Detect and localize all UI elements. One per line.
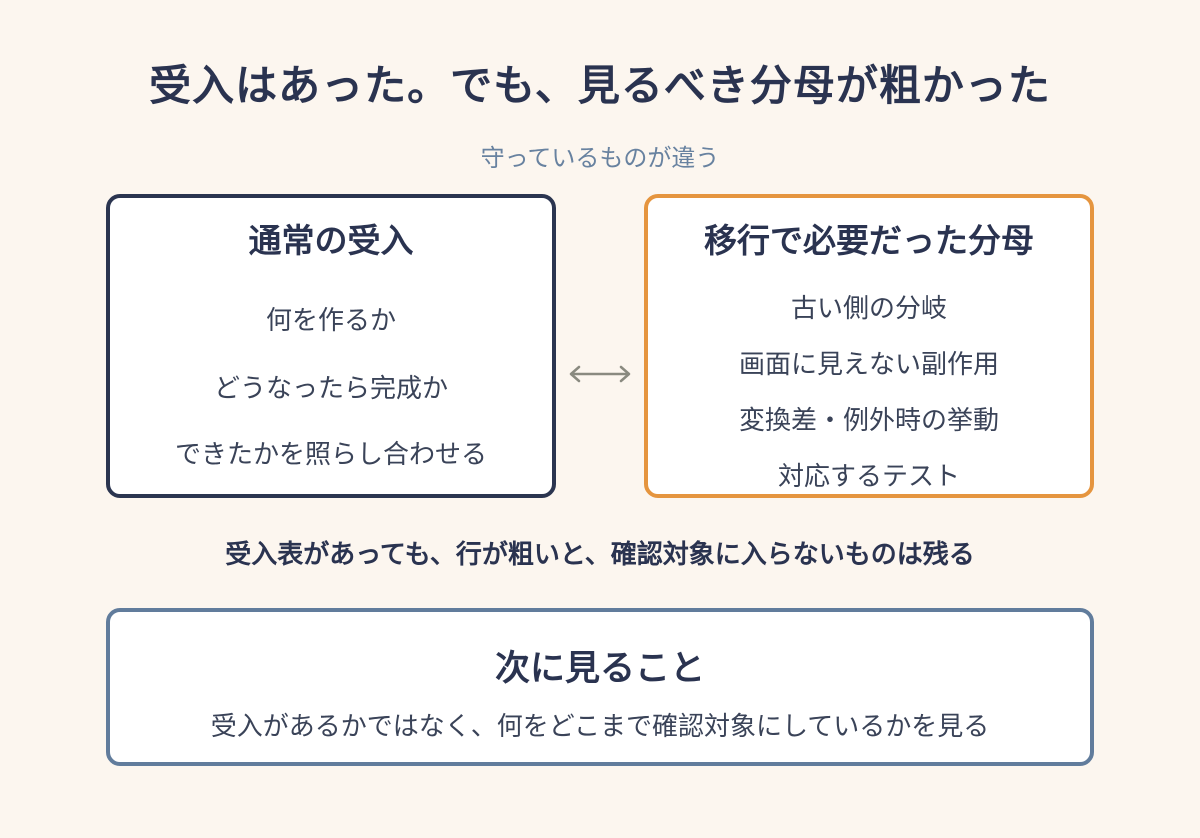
double-headed-arrow-icon [569,365,631,383]
next-steps-text: 受入があるかではなく、何をどこまで確認対象にしているかを見る [210,712,990,742]
migration-denominator-heading: 移行で必要だった分母 [704,221,1034,260]
next-steps-box: 次に見ること 受入があるかではなく、何をどこまで確認対象にしているかを見る [106,608,1094,766]
migration-denominator-item: 対応するテスト [777,462,960,492]
migration-denominator-item: 画面に見えない副作用 [738,350,999,380]
migration-denominator-item: 古い側の分岐 [790,294,947,324]
normal-acceptance-item: どうなったら完成か [213,374,448,404]
normal-acceptance-item: 何を作るか [265,306,396,336]
migration-denominator-item: 変換差・例外時の挙動 [738,406,999,436]
normal-acceptance-box: 通常の受入 何を作るか どうなったら完成か できたかを照らし合わせる [106,194,556,498]
migration-denominator-box: 移行で必要だった分母 古い側の分岐 画面に見えない副作用 変換差・例外時の挙動 … [644,194,1094,498]
page-subtitle: 守っているものが違う [480,144,720,172]
summary-note: 受入表があっても、行が粗いと、確認対象に入らないものは残る [225,540,975,570]
normal-acceptance-heading: 通常の受入 [248,221,414,260]
page-title: 受入はあった。でも、見るべき分母が粗かった [149,61,1051,110]
next-steps-heading: 次に見ること [494,649,705,689]
normal-acceptance-item: できたかを照らし合わせる [174,440,487,470]
